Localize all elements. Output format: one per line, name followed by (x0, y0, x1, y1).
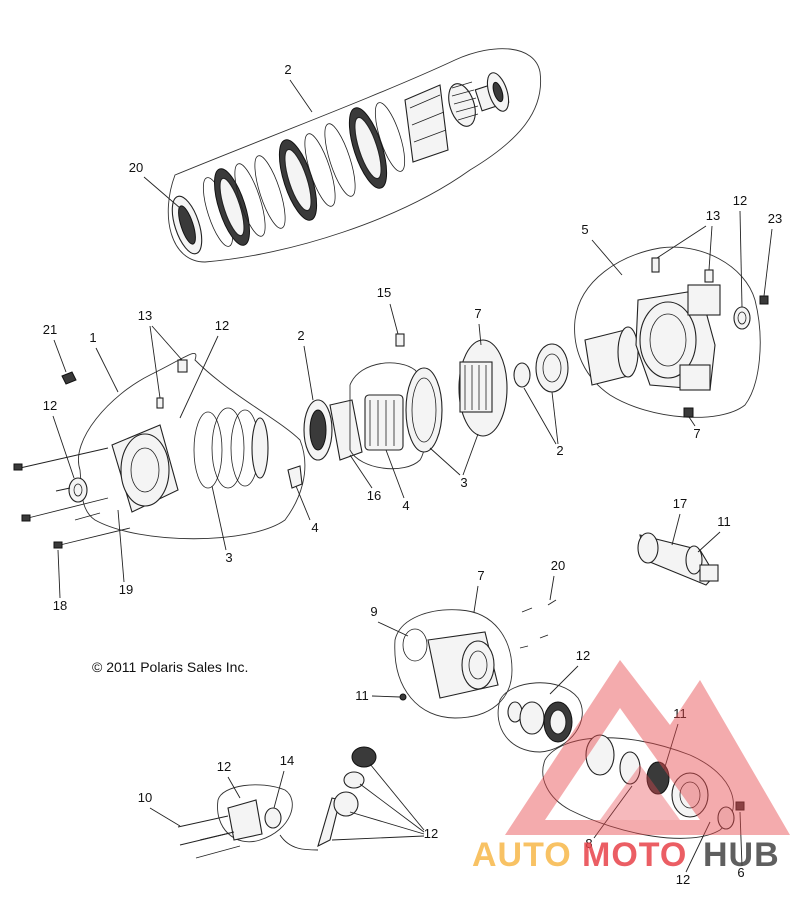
callout-18: 3 (225, 550, 232, 565)
watermark-moto: MOTO (582, 836, 687, 874)
callout-4: 4 (402, 498, 409, 513)
group-14-assembly (497, 682, 583, 753)
callout-3: 3 (460, 475, 467, 490)
callout-11-ten: 10 (138, 790, 152, 805)
center-differential (303, 333, 569, 470)
callout-12-left-top: 12 (215, 318, 229, 333)
callout-7-right: 17 (673, 496, 687, 511)
callout-7-mid: 7 (474, 306, 481, 321)
callout-2-right: 2 (556, 443, 563, 458)
group-6-assembly (542, 734, 745, 839)
callout-11-mid: 20 (551, 558, 565, 573)
automotohub-watermark: AUTO MOTO HUB (472, 660, 790, 874)
callout-13-left: 13 (138, 308, 152, 323)
callout-2-top: 2 (284, 62, 291, 77)
group-9-assembly (394, 599, 557, 719)
callout-12-ten: 14 (280, 753, 294, 768)
callout-21: 21 (43, 322, 57, 337)
group-10-assembly (177, 784, 293, 859)
watermark-auto: AUTO (472, 836, 572, 874)
callout-12-six-top: 11 (673, 706, 687, 721)
callout-16: 16 (367, 488, 381, 503)
callout-13-right: 13 (706, 208, 720, 223)
callout-19: 4 (311, 520, 318, 535)
callout-6: 8 (585, 836, 592, 851)
clutch-pack-assembly (167, 48, 542, 263)
callout-12-nine-top: 9 (370, 604, 377, 619)
callout-12-left: 12 (43, 398, 57, 413)
left-cover-assembly (13, 353, 306, 549)
callout-15: 15 (377, 285, 391, 300)
callout-1: 1 (89, 330, 96, 345)
callout-5: 5 (581, 222, 588, 237)
callout-11-bottom-right: 6 (737, 865, 744, 880)
callout-9: 7 (477, 568, 484, 583)
copyright-text: © 2011 Polaris Sales Inc. (92, 659, 248, 675)
callout-11-left: 18 (53, 598, 67, 613)
callout-14: 12 (576, 648, 590, 663)
right-housing-assembly (574, 246, 769, 418)
callout-22: 7 (693, 426, 700, 441)
bolts-left (13, 447, 131, 549)
callout-10: 12 (217, 759, 231, 774)
watermark-hub: HUB (703, 836, 780, 874)
callout-17: 19 (119, 582, 133, 597)
callout-12-six-bottom: 12 (676, 872, 690, 887)
output-shaft (637, 532, 719, 586)
callout-23: 23 (768, 211, 782, 226)
callout-12-right: 12 (733, 193, 747, 208)
callout-2-mid: 2 (297, 328, 304, 343)
callout-20-top: 20 (129, 160, 143, 175)
callout-8: 12 (424, 826, 438, 841)
group-8-linkage (279, 746, 377, 851)
callout-12-nine-bottom: 11 (355, 688, 369, 703)
callout-20-right: 11 (717, 514, 731, 529)
